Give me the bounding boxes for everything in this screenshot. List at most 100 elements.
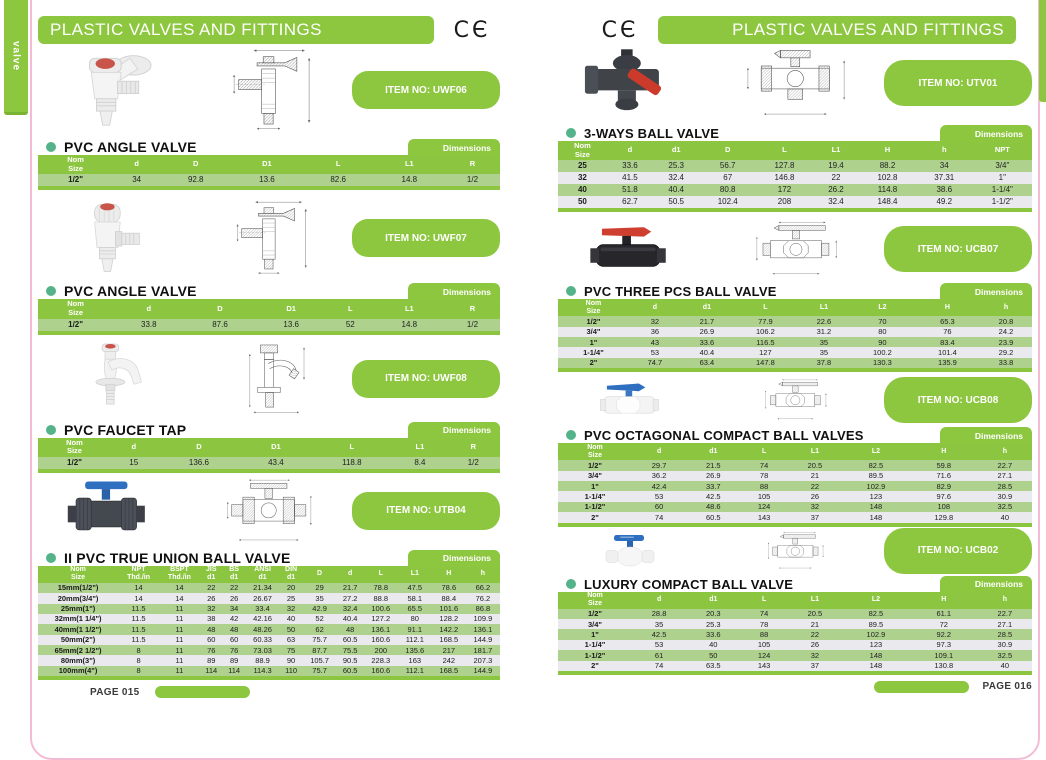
table-cell: 87.7: [312, 645, 327, 655]
table-cell: 32: [650, 316, 660, 326]
table-cell: 89: [229, 655, 239, 665]
table-cell: 8: [136, 666, 141, 676]
dimensions-tab: Dimensions: [408, 421, 500, 439]
column-header: R: [444, 155, 500, 175]
table-cell: 108: [937, 502, 951, 512]
table-cell: 1-1/4": [991, 185, 1013, 195]
table-cell: 101.6: [439, 604, 459, 614]
column-header: L1: [812, 141, 860, 161]
table-cell: 20.3: [705, 609, 721, 619]
table-cell: 118.8: [342, 457, 362, 467]
item-no-text: ITEM NO: UCB02: [917, 545, 999, 557]
table-cell: 15: [129, 457, 139, 467]
table-cell: 148.4: [877, 197, 898, 207]
column-header: h: [915, 141, 973, 161]
valve-tab-label: valve: [10, 40, 22, 72]
table-cell: 50.5: [668, 197, 684, 207]
table-cell: 78: [759, 471, 769, 481]
valve-side-tab[interactable]: valve: [4, 0, 28, 115]
section-three-pcs-ball-valve: ITEM NO: UCB07 PVC THREE PCS BALL VALVE …: [558, 218, 1032, 373]
page-footer: PAGE 015: [38, 686, 500, 699]
table-cell: 34: [229, 604, 239, 614]
column-header: H: [859, 141, 916, 161]
page-number: PAGE 015: [90, 686, 140, 698]
table-cell: 114.8: [877, 185, 898, 195]
table-cell: 136.6: [188, 457, 209, 467]
table-cell: 116.5: [756, 337, 775, 347]
ce-mark-icon: CЄ: [601, 17, 639, 43]
table-cell: 33.7: [705, 481, 721, 491]
table-cell: 26: [229, 593, 239, 603]
product-photo: [558, 218, 708, 280]
bullet-icon: [46, 552, 56, 563]
column-header: L: [740, 443, 788, 461]
table-cell: 66.2: [475, 583, 491, 593]
table-cell: 136.1: [371, 624, 391, 634]
table-cell: 26.2: [828, 185, 844, 195]
table-cell: 112.1: [405, 635, 424, 645]
table-cell: 52: [315, 614, 324, 624]
title-row: PVC OCTAGONAL COMPACT BALL VALVES Dimens…: [558, 425, 1032, 445]
table-cell: 30.9: [997, 640, 1013, 650]
table-cell: 8: [136, 655, 141, 665]
table-cell: 102.9: [866, 629, 886, 639]
table-cell: 24.2: [998, 327, 1014, 337]
table-cell: 102.9: [866, 481, 886, 491]
table-cell: 1/2": [587, 460, 602, 470]
section-title: PVC ANGLE VALVE: [64, 139, 197, 155]
table-cell: 75.7: [312, 635, 327, 645]
title-row: PVC ANGLE VALVE Dimensions: [38, 137, 500, 156]
table-cell: 36.2: [651, 471, 667, 481]
table-cell: 208: [777, 197, 792, 207]
table-cell: 20mm(3/4"): [57, 593, 99, 603]
table-cell: 75.5: [342, 645, 358, 655]
table-cell: 11: [175, 604, 184, 614]
table-cell: 38: [207, 614, 216, 624]
table-cell: 71.6: [936, 471, 952, 481]
column-header: D: [160, 155, 232, 175]
table-cell: 70: [878, 316, 887, 326]
table-cell: 1": [591, 629, 599, 639]
bullet-icon: [46, 286, 56, 297]
table-cell: 48.6: [705, 502, 721, 512]
table-cell: 100mm(4"): [58, 666, 98, 676]
product-photo: [38, 44, 188, 136]
table-cell: 42: [229, 614, 239, 624]
table-cell: 60.5: [342, 635, 358, 645]
column-header: d: [631, 443, 687, 461]
dimensions-tab: Dimensions: [940, 125, 1032, 142]
section-title: PVC ANGLE VALVE: [64, 283, 197, 300]
table-cell: 60.5: [705, 512, 721, 522]
product-photo: [558, 376, 708, 424]
column-header: Nom Size: [558, 141, 607, 161]
table-cell: 75.7: [312, 666, 327, 676]
page-header-bar: PLASTIC VALVES AND FITTINGS: [38, 16, 434, 44]
column-header: L: [756, 141, 813, 161]
table-cell: 28.5: [997, 629, 1013, 639]
column-header: D: [184, 299, 256, 319]
table-cell: 48.26: [253, 624, 272, 634]
table-cell: 78: [759, 619, 769, 629]
table-cell: 20.5: [807, 460, 823, 470]
table-cell: 13.6: [259, 175, 275, 185]
table-cell: 207.3: [473, 655, 493, 665]
table-cell: 76: [229, 645, 239, 655]
table-cell: 14: [134, 593, 143, 603]
table-cell: 168.5: [439, 635, 459, 645]
table-cell: 34: [939, 161, 949, 171]
table-cell: 1-1/4": [584, 640, 606, 650]
table-cell: 36: [650, 327, 660, 337]
table-cell: 20.8: [998, 316, 1014, 326]
column-header: BSPT Thd./in: [158, 565, 200, 583]
table-cell: 130.8: [934, 661, 954, 671]
item-no-badge: ITEM NO: UTB04: [352, 491, 500, 530]
column-header: L2: [849, 299, 915, 317]
